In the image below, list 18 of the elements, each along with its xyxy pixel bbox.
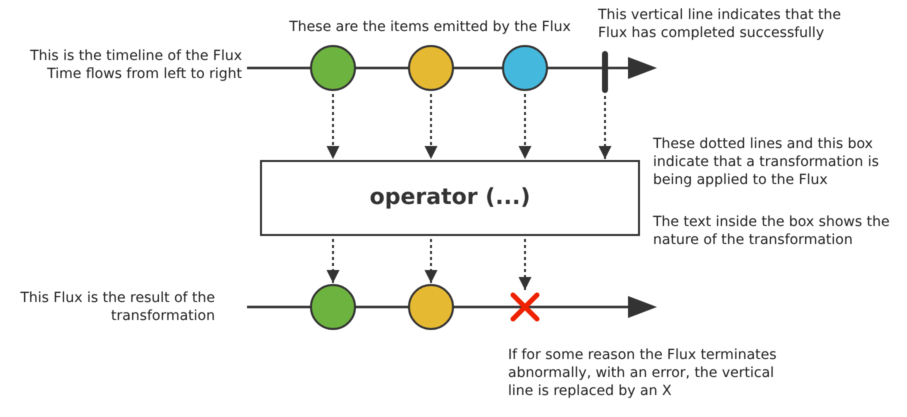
dotted-arrow xyxy=(326,94,340,159)
annotation-text: These dotted lines and this box indicate that a transformation is being applied to the Flux xyxy=(653,135,880,189)
annotation-text: The text inside the box shows the nature of the transformation xyxy=(653,213,891,249)
annotation-text: If for some reason the Flux terminates abnormally, with an error, the vertical line is replaced by an X xyxy=(508,346,778,400)
operator-box xyxy=(260,160,640,236)
dotted-arrow xyxy=(518,239,532,290)
annotation-text: This Flux is the result of the transformation xyxy=(19,289,215,325)
dotted-arrow xyxy=(518,94,532,159)
dotted-arrow xyxy=(424,239,438,283)
dotted-arrow xyxy=(598,96,612,159)
annotation-text: This is the timeline of the Flux Time flows from left to right xyxy=(29,47,242,83)
annotation-text: This vertical line indicates that the Flux has completed successfully xyxy=(598,6,842,42)
error-cross-icon xyxy=(509,291,541,323)
dotted-arrow xyxy=(326,239,340,283)
completion-bar xyxy=(602,51,608,93)
annotation-text: These are the items emitted by the Flux xyxy=(288,18,572,36)
operator-label: operator (...) xyxy=(370,189,530,207)
dotted-arrow xyxy=(424,94,438,159)
